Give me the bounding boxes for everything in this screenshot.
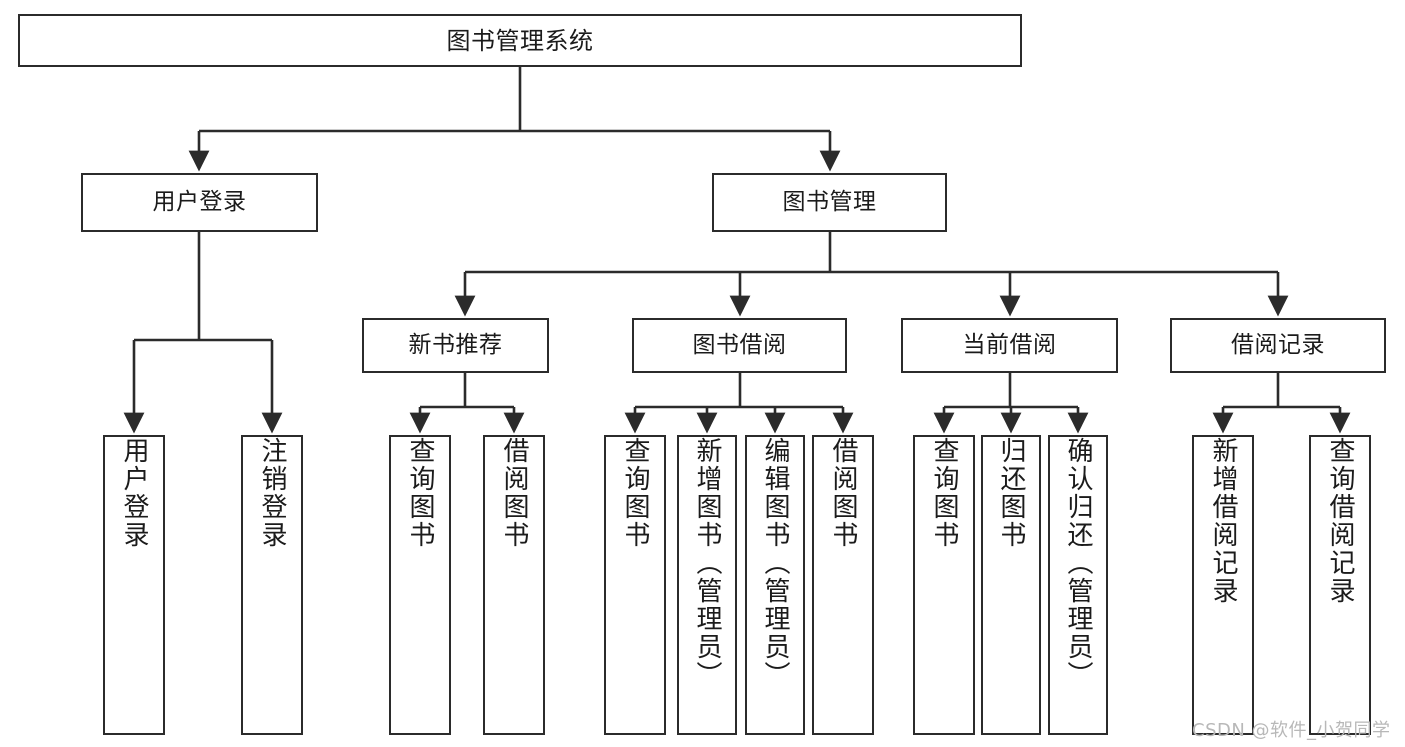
node-current-borrow-label: 当前借阅 (962, 332, 1057, 358)
leaf-query-book-borrow-label: 查询图书 (620, 437, 650, 549)
node-new-book-recommend[interactable]: 新书推荐 (362, 318, 549, 373)
node-book-manage[interactable]: 图书管理 (712, 173, 947, 232)
node-borrow-record-label: 借阅记录 (1231, 332, 1325, 358)
node-new-book-recommend-label: 新书推荐 (408, 332, 503, 358)
leaf-logout[interactable]: 注销登录 (241, 435, 303, 735)
leaf-query-borrow-record[interactable]: 查询借阅记录 (1309, 435, 1371, 735)
leaf-edit-book-admin-label: 编辑图书（管理员） (760, 437, 790, 689)
node-root-label: 图书管理系统 (446, 26, 594, 55)
leaf-user-login[interactable]: 用户登录 (103, 435, 165, 735)
leaf-query-book-borrow[interactable]: 查询图书 (604, 435, 666, 735)
leaf-return-book-label: 归还图书 (996, 437, 1026, 549)
node-borrow-record[interactable]: 借阅记录 (1170, 318, 1386, 373)
leaf-borrow-book[interactable]: 借阅图书 (812, 435, 874, 735)
leaf-logout-label: 注销登录 (257, 437, 287, 549)
leaf-query-book-cur[interactable]: 查询图书 (913, 435, 975, 735)
leaf-user-login-label: 用户登录 (119, 437, 149, 549)
node-book-borrow-label: 图书借阅 (692, 332, 787, 358)
leaf-add-book-admin-label: 新增图书（管理员） (692, 437, 722, 689)
leaf-confirm-return-admin[interactable]: 确认归还（管理员） (1048, 435, 1108, 735)
leaf-borrow-book-label: 借阅图书 (828, 437, 858, 549)
leaf-query-borrow-record-label: 查询借阅记录 (1325, 437, 1355, 605)
leaf-add-borrow-record[interactable]: 新增借阅记录 (1192, 435, 1254, 735)
leaf-add-borrow-record-label: 新增借阅记录 (1208, 437, 1238, 605)
leaf-borrow-book-rec[interactable]: 借阅图书 (483, 435, 545, 735)
node-current-borrow[interactable]: 当前借阅 (901, 318, 1118, 373)
leaf-confirm-return-admin-label: 确认归还（管理员） (1063, 437, 1093, 689)
node-root[interactable]: 图书管理系统 (18, 14, 1022, 67)
leaf-edit-book-admin[interactable]: 编辑图书（管理员） (745, 435, 805, 735)
leaf-query-book-cur-label: 查询图书 (929, 437, 959, 549)
node-book-manage-label: 图书管理 (782, 189, 877, 215)
leaf-query-book-rec-label: 查询图书 (405, 437, 435, 549)
node-user-login[interactable]: 用户登录 (81, 173, 318, 232)
node-book-borrow[interactable]: 图书借阅 (632, 318, 847, 373)
leaf-query-book-rec[interactable]: 查询图书 (389, 435, 451, 735)
leaf-add-book-admin[interactable]: 新增图书（管理员） (677, 435, 737, 735)
csdn-watermark: CSDN @软件_小贺同学 (1192, 720, 1391, 741)
node-user-login-label: 用户登录 (152, 189, 247, 215)
leaf-return-book[interactable]: 归还图书 (981, 435, 1041, 735)
leaf-borrow-book-rec-label: 借阅图书 (499, 437, 529, 549)
